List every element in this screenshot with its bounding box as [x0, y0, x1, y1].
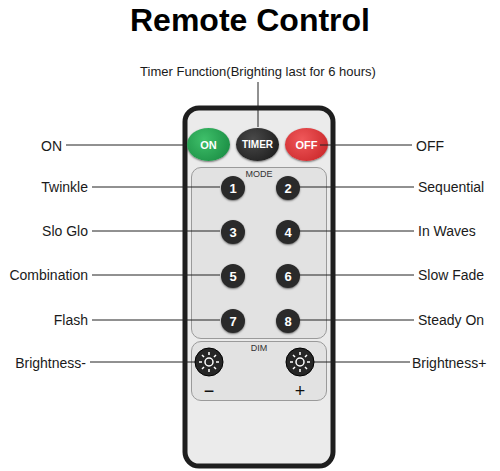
panel-heading: MODE	[246, 169, 273, 179]
mode-callout: Steady On	[418, 312, 498, 328]
button-label: 7	[229, 314, 236, 329]
diagram-title: Remote Control	[0, 2, 500, 38]
mode-callout: Combination	[0, 267, 88, 283]
leader-lines	[66, 82, 414, 362]
button-label: 1	[229, 181, 236, 196]
button-label: 3	[229, 225, 236, 240]
mode-callout: In Waves	[418, 223, 498, 239]
button-label: 5	[229, 269, 236, 284]
mode-callout: Flash	[10, 312, 88, 328]
remote-body	[185, 108, 333, 466]
dim-callout: Brightness-	[0, 355, 86, 371]
mode-button: 4	[276, 220, 300, 244]
mode-panel: MODE 1 2 3 4 5 6 7 8	[191, 167, 327, 339]
power-on-button: ON	[187, 128, 230, 161]
leader-line	[314, 362, 410, 363]
button-label: 4	[284, 225, 291, 240]
leader-line	[320, 145, 412, 146]
leader-line	[66, 145, 187, 146]
button-callout: ON	[10, 138, 62, 154]
mode-callout: Sequential	[418, 179, 498, 195]
button-label: ON	[200, 139, 217, 151]
timer-callout: Timer Function(Brighting last for 6 hour…	[90, 64, 426, 80]
mode-button: 8	[276, 309, 300, 333]
timer-button: TIMER	[236, 128, 279, 161]
mode-button: 2	[276, 176, 300, 200]
mode-button: 5	[221, 264, 245, 288]
mode-button: 3	[221, 220, 245, 244]
dim-sign: −	[197, 383, 221, 399]
dim-callout: Brightness+	[412, 355, 500, 371]
mode-callout: Twinkle	[10, 179, 88, 195]
mode-button: 1	[221, 176, 245, 200]
button-label: TIMER	[242, 139, 273, 150]
leader-line	[258, 82, 259, 127]
panel-heading: DIM	[251, 343, 268, 353]
power-off-button: OFF	[285, 128, 328, 161]
button-label: 6	[284, 269, 291, 284]
button-label: 8	[284, 314, 291, 329]
dim-sign: +	[288, 383, 312, 399]
mode-button: 6	[276, 264, 300, 288]
mode-callout: Slow Fade	[418, 267, 498, 283]
button-label: OFF	[296, 139, 318, 151]
mode-callout: Slo Glo	[10, 223, 88, 239]
button-label: 2	[284, 181, 291, 196]
button-callout: OFF	[416, 138, 496, 154]
leader-line	[90, 362, 195, 363]
mode-button: 7	[221, 309, 245, 333]
